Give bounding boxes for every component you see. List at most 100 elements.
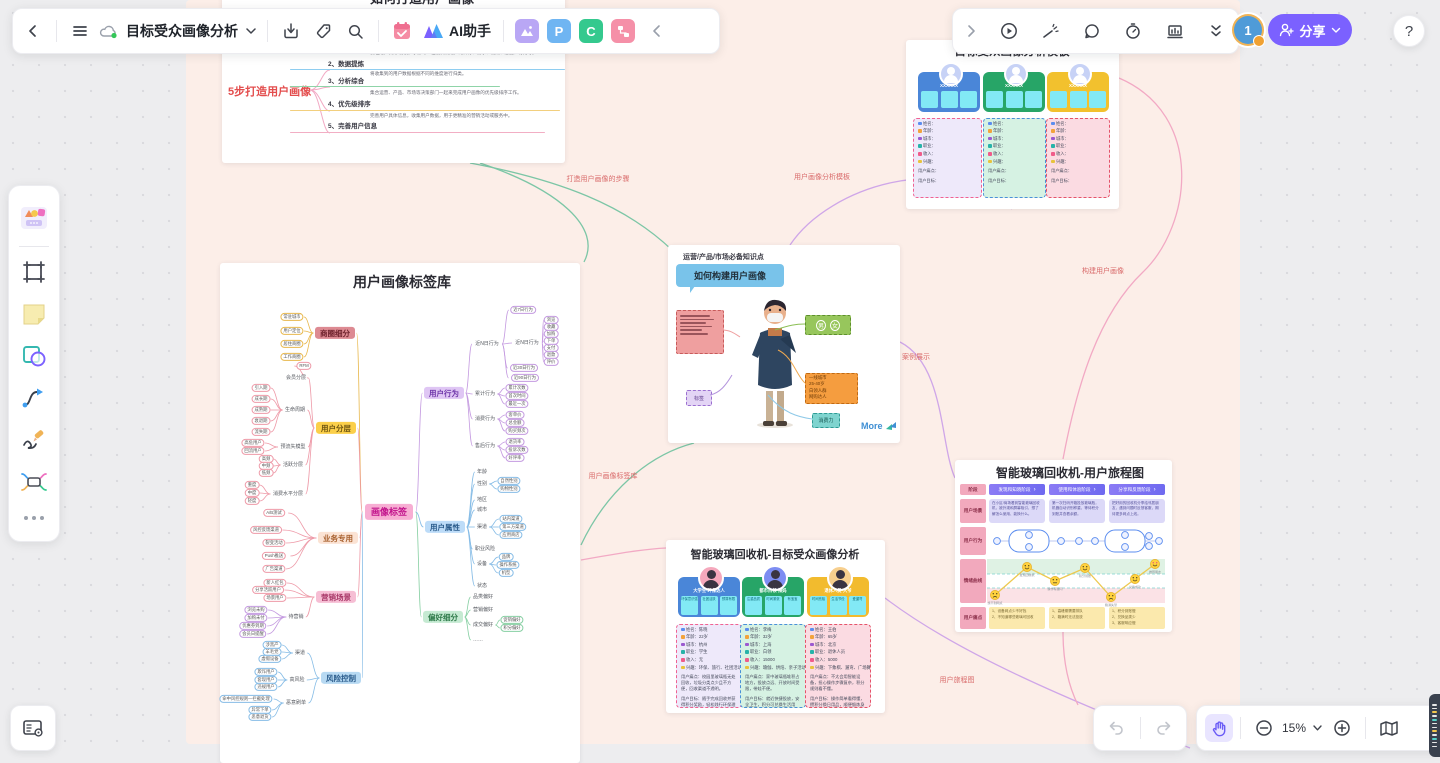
mindmap-node[interactable]: 工作商圈 <box>280 352 304 362</box>
connector-label[interactable]: 用户画像标签库 <box>588 473 638 480</box>
analysis-persona-column[interactable]: 大学生·环保达人环保意识强社团活跃预算有限 <box>678 565 740 617</box>
mindmap-node[interactable]: 售后行为 <box>473 442 497 450</box>
tag-button[interactable] <box>307 15 339 47</box>
mindmap-node[interactable]: 画像标签 <box>364 503 414 521</box>
collaborator-avatar[interactable]: 1 <box>1234 16 1265 47</box>
mindmap-node[interactable]: 场景用户 <box>263 593 287 603</box>
mindmap-node[interactable]: 消费水平分层 <box>271 490 305 498</box>
notes-panel-button[interactable] <box>10 705 56 751</box>
mindmap-node[interactable]: Push推送 <box>261 551 287 561</box>
mindmap-node[interactable]: 购买频次 <box>505 426 529 436</box>
mindmap-node[interactable]: 机型 <box>498 568 514 578</box>
mindmap-node[interactable]: 裂变活动 <box>262 538 286 548</box>
mindmap-node[interactable]: 评价 <box>543 357 559 367</box>
mindmap-node[interactable]: 总金额 <box>505 418 525 428</box>
mindmap-node[interactable]: 待营销 <box>287 613 305 621</box>
mindmap-node[interactable]: 状态 <box>475 582 489 590</box>
speech-bubble[interactable]: 如何构建用户画像 <box>676 264 784 287</box>
frame-tool-button[interactable] <box>15 251 53 293</box>
connector-label[interactable]: 用户画像分析模板 <box>794 174 850 181</box>
mindmap-node[interactable]: 广告渠道 <box>262 564 286 574</box>
mindmap-node[interactable]: 恶意退货 <box>248 712 272 722</box>
hand-tool-button[interactable] <box>1205 714 1233 742</box>
step-item-name[interactable]: 4、优先级排序 <box>328 101 371 108</box>
mindmap-node[interactable]: 退货率 <box>505 437 525 447</box>
persona-detail-panel[interactable]: 姓名：年龄：城市：职业：收入：兴趣：用户痛点：用户目标： <box>913 118 982 198</box>
connector-tool-button[interactable] <box>15 377 53 419</box>
undo-button[interactable] <box>1102 712 1130 744</box>
mindmap-node[interactable]: 近N日行为 <box>514 339 540 347</box>
mindmap-node[interactable]: 回流用户 <box>241 446 265 456</box>
mindmap-node[interactable]: 性别 <box>475 480 489 488</box>
journey-stage-pill[interactable]: 使用和体验阶段› <box>1049 484 1105 495</box>
analysis-persona-column[interactable]: 退休人员·大爷时间充裕生活节俭爱遛弯 <box>807 565 869 617</box>
journey-stage-pill[interactable]: 分享和反馈阶段› <box>1109 484 1165 495</box>
mindmap-node[interactable]: A/B测试 <box>263 508 285 518</box>
sticky-notes-pink[interactable] <box>676 310 724 354</box>
zoom-out-button[interactable] <box>1248 712 1280 744</box>
mindmap-node[interactable]: 年龄 <box>475 468 489 476</box>
mindmap-node[interactable]: 恶意刷单 <box>284 699 308 707</box>
mindmap-node[interactable]: 城市 <box>475 506 489 514</box>
mindmap-node[interactable]: 近30日行为 <box>510 363 538 373</box>
mindmap-node[interactable]: 流失期 <box>251 427 271 437</box>
minimap-strip[interactable] <box>1429 694 1440 757</box>
slides-button[interactable] <box>1159 15 1191 47</box>
mindmap-node[interactable]: 用户分层 <box>316 421 356 435</box>
persona-detail-panel[interactable]: 姓名：陈晓年龄：22岁城市：杭州职业：学生收入：无兴趣：环保、旅行、社团活动用户… <box>676 624 742 708</box>
zoom-menu-button[interactable] <box>1308 712 1326 744</box>
menu-button[interactable] <box>64 15 96 47</box>
mindmap-node[interactable]: 成交偏好 <box>471 621 495 629</box>
image-plugin-button[interactable] <box>511 15 543 47</box>
mindmap-node[interactable]: 衰退期 <box>251 416 271 426</box>
calendar-plugin-button[interactable] <box>386 15 418 47</box>
zoom-in-button[interactable] <box>1326 712 1358 744</box>
sync-status[interactable] <box>96 15 122 47</box>
connector-label[interactable]: 构建用户画像 <box>1082 268 1124 275</box>
mindmap-node[interactable]: 商圈细分 <box>315 326 355 340</box>
mindmap-tool-button[interactable] <box>15 461 53 503</box>
zoom-level[interactable]: 15% <box>1282 721 1307 735</box>
mindmap-node[interactable]: 轻度 <box>244 496 260 506</box>
mindmap-node[interactable]: 客单价 <box>505 410 525 420</box>
back-button[interactable] <box>17 15 49 47</box>
document-title[interactable]: 目标受众画像分析 <box>126 23 238 39</box>
mindmap-node[interactable]: 引入期 <box>251 383 271 393</box>
connector-label[interactable]: 用户旅程图 <box>939 677 975 684</box>
mindmap-node[interactable]: 优惠券到期 <box>239 621 267 631</box>
mindmap-node[interactable]: 欺诈用户 <box>254 667 278 677</box>
sticky-green[interactable]: 男 女 <box>805 315 851 335</box>
template-persona-column[interactable]: XXXXXX <box>983 62 1045 112</box>
connector-label[interactable]: 打造用户画像的步骤 <box>566 176 630 183</box>
mindmap-node[interactable]: 营销场景 <box>316 590 356 604</box>
mindmap-node[interactable]: 居住商圈 <box>280 339 304 349</box>
import-button[interactable] <box>275 15 307 47</box>
template-persona-column[interactable]: XXXXXX <box>1047 62 1109 112</box>
card-persona-tag-library[interactable]: 用户画像标签库 画像标签商圈细分用户分层业务专用营销场景风险控制用户行为用户属性… <box>219 263 580 763</box>
card-audience-template[interactable]: 目标受众画像分析模板 XXXXXX姓名：年龄：城市：职业：收入：兴趣：用户痛点：… <box>906 40 1119 209</box>
expand-toolbar-button[interactable] <box>959 15 983 47</box>
template-persona-column[interactable]: XXXXXX <box>918 62 980 112</box>
journey-stage-pill[interactable]: 发现和知晓阶段› <box>989 484 1045 495</box>
template-gallery-button[interactable] <box>15 194 53 242</box>
mindmap-node[interactable]: 好评率 <box>505 453 525 463</box>
pen-tool-button[interactable] <box>15 419 53 461</box>
sticky-purple[interactable]: 标签 <box>686 390 712 406</box>
mindmap-node[interactable]: 风控反馈渠道 <box>250 525 282 535</box>
mindmap-node[interactable]: 虚假设备 <box>258 654 282 664</box>
mindmap-node[interactable]: 分享活跃用户 <box>252 585 284 595</box>
ai-assistant-button[interactable]: AI助手 <box>418 15 496 47</box>
mindmap-node[interactable]: 常驻城市 <box>280 312 304 322</box>
mindmap-node[interactable]: 会员分层 <box>284 374 308 382</box>
p-plugin-button[interactable]: P <box>543 15 575 47</box>
mindmap-node[interactable]: 用户属性 <box>425 520 465 534</box>
mindmap-node[interactable]: 首次时间 <box>505 391 529 401</box>
more-link[interactable]: More <box>861 421 897 431</box>
comment-button[interactable] <box>1076 15 1108 47</box>
timer-button[interactable] <box>1117 15 1149 47</box>
persona-detail-panel[interactable]: 姓名：年龄：城市：职业：收入：兴趣：用户痛点：用户目标： <box>1046 118 1110 198</box>
present-button[interactable] <box>993 15 1025 47</box>
shape-tool-button[interactable] <box>15 335 53 377</box>
